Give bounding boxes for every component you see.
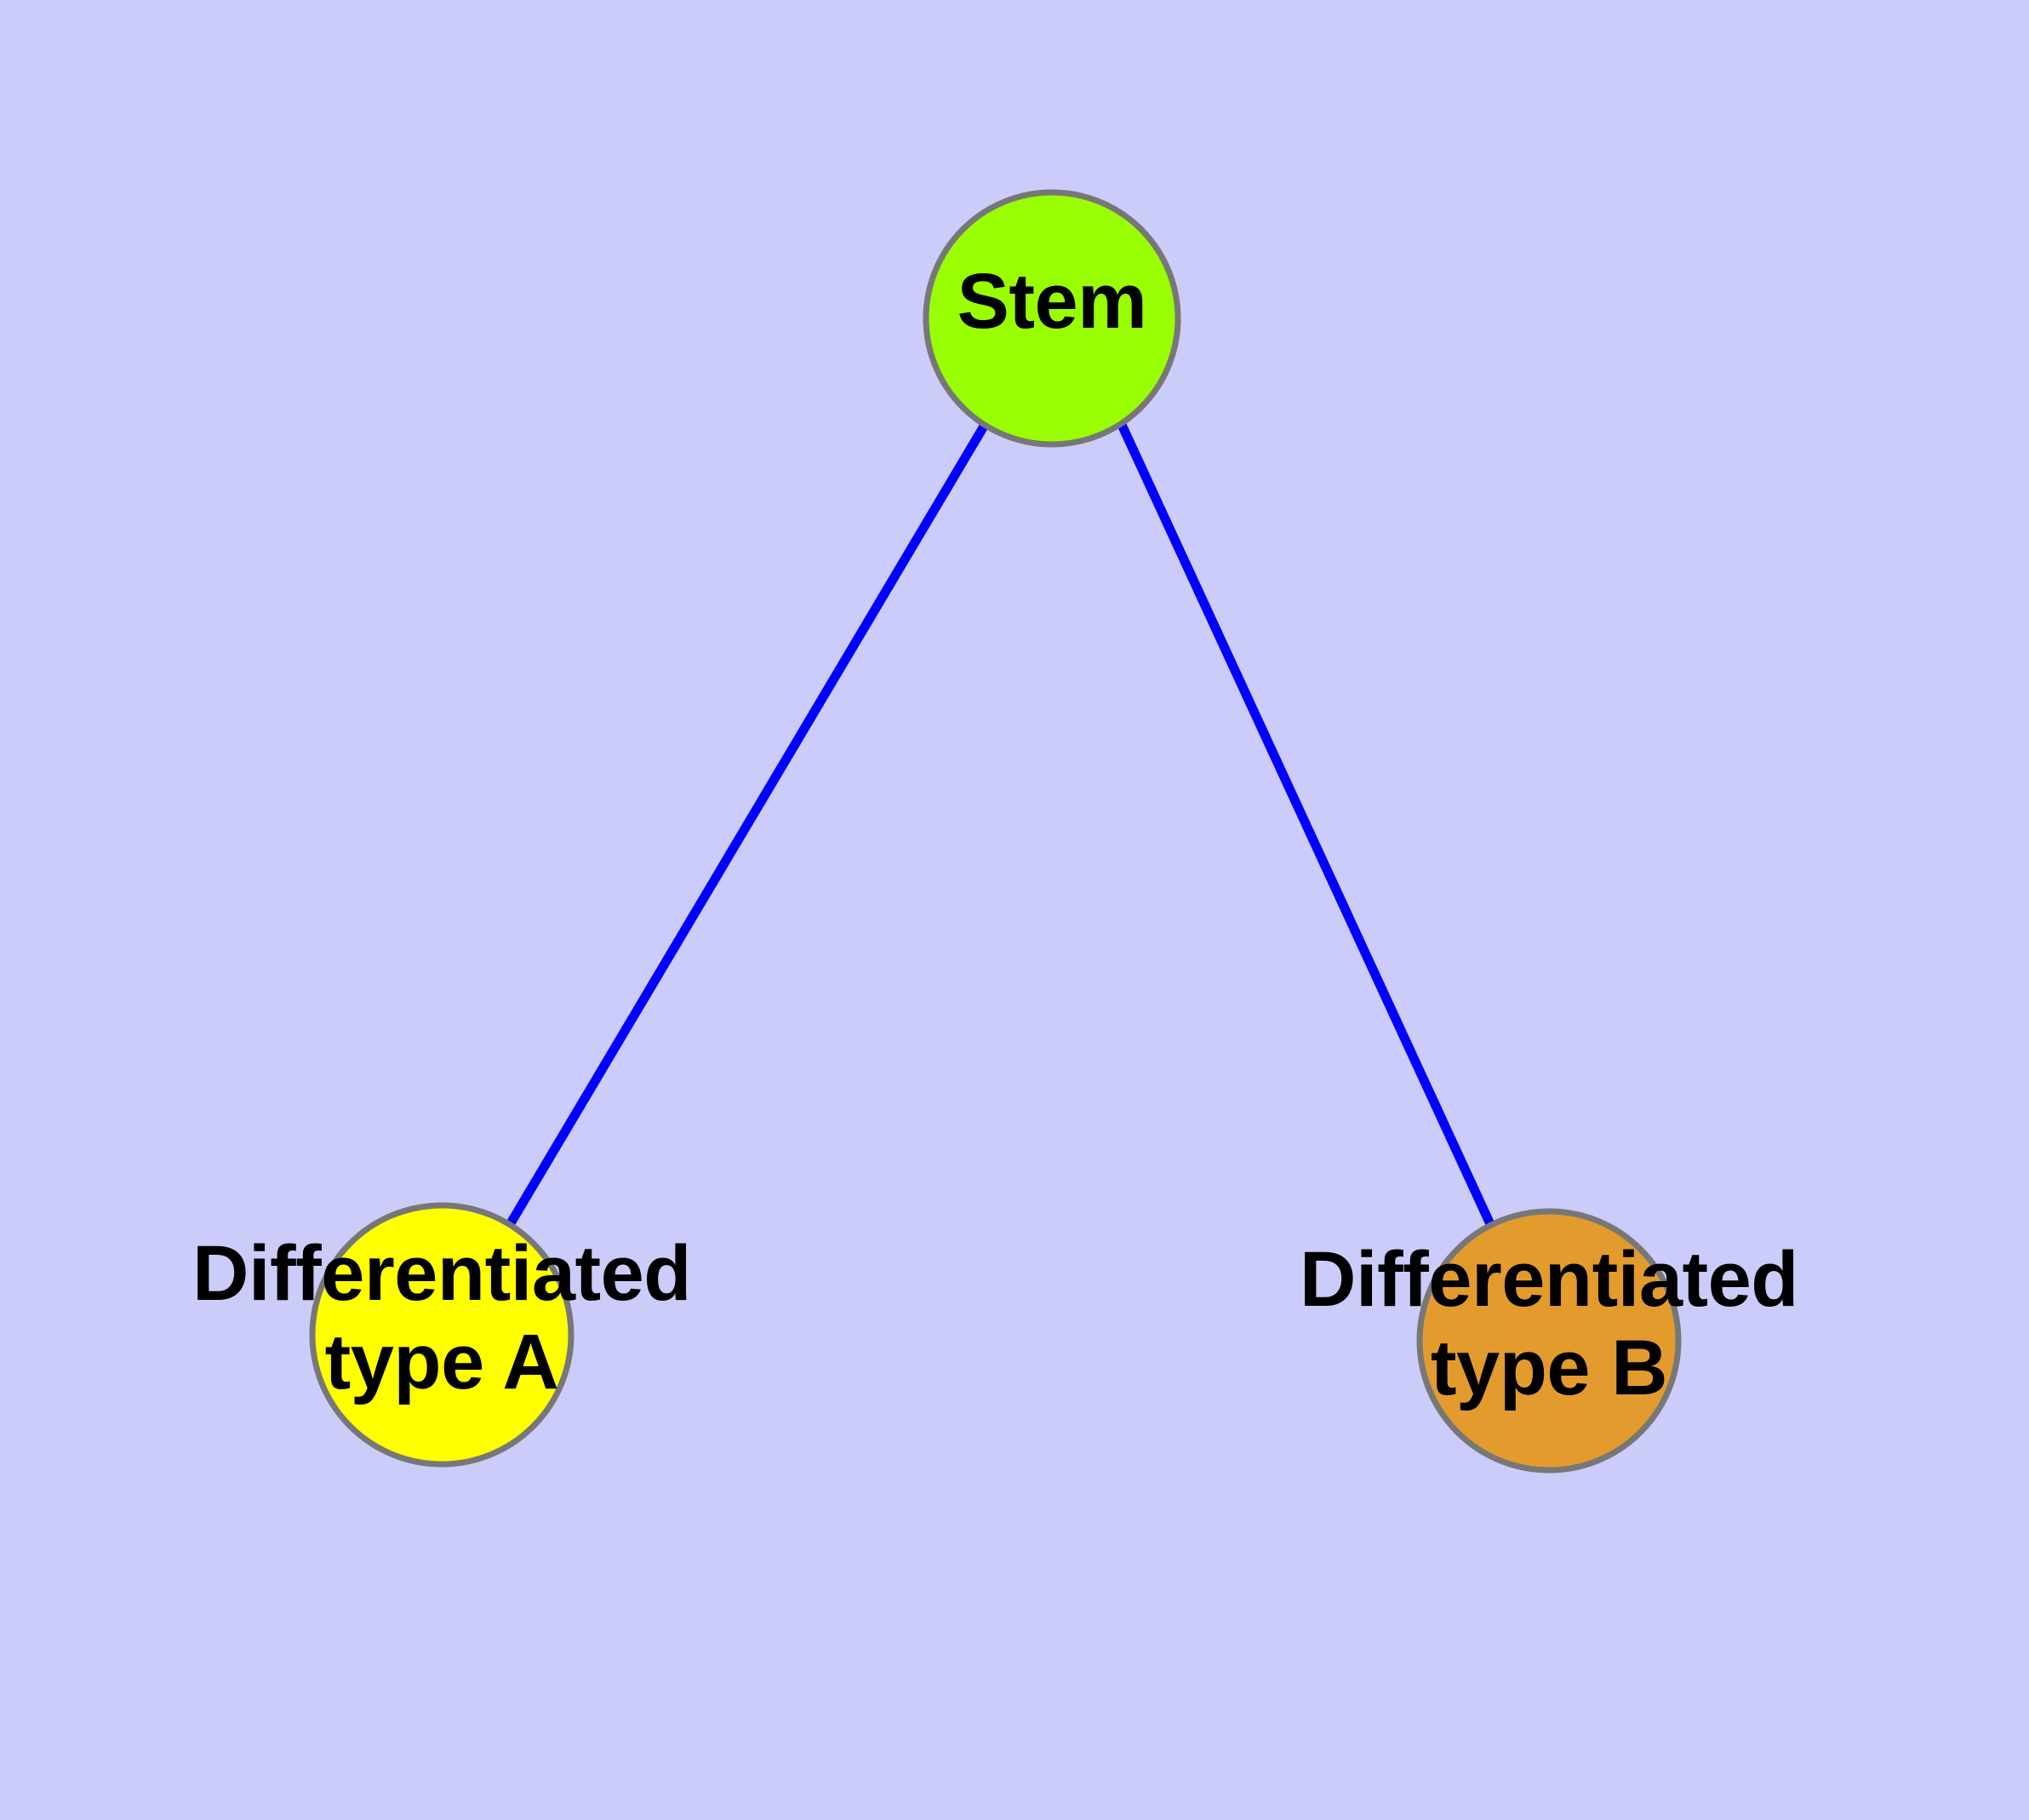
node-circle-diff_a[interactable] <box>309 1202 574 1468</box>
nodes-layer <box>309 189 1682 1474</box>
edge-stem-to-b[interactable] <box>1117 422 1495 1227</box>
edge-stem-to-a[interactable] <box>506 422 989 1226</box>
edges-layer <box>506 422 1495 1227</box>
node-circle-diff_b[interactable] <box>1416 1208 1682 1474</box>
node-circle-stem[interactable] <box>923 189 1181 448</box>
